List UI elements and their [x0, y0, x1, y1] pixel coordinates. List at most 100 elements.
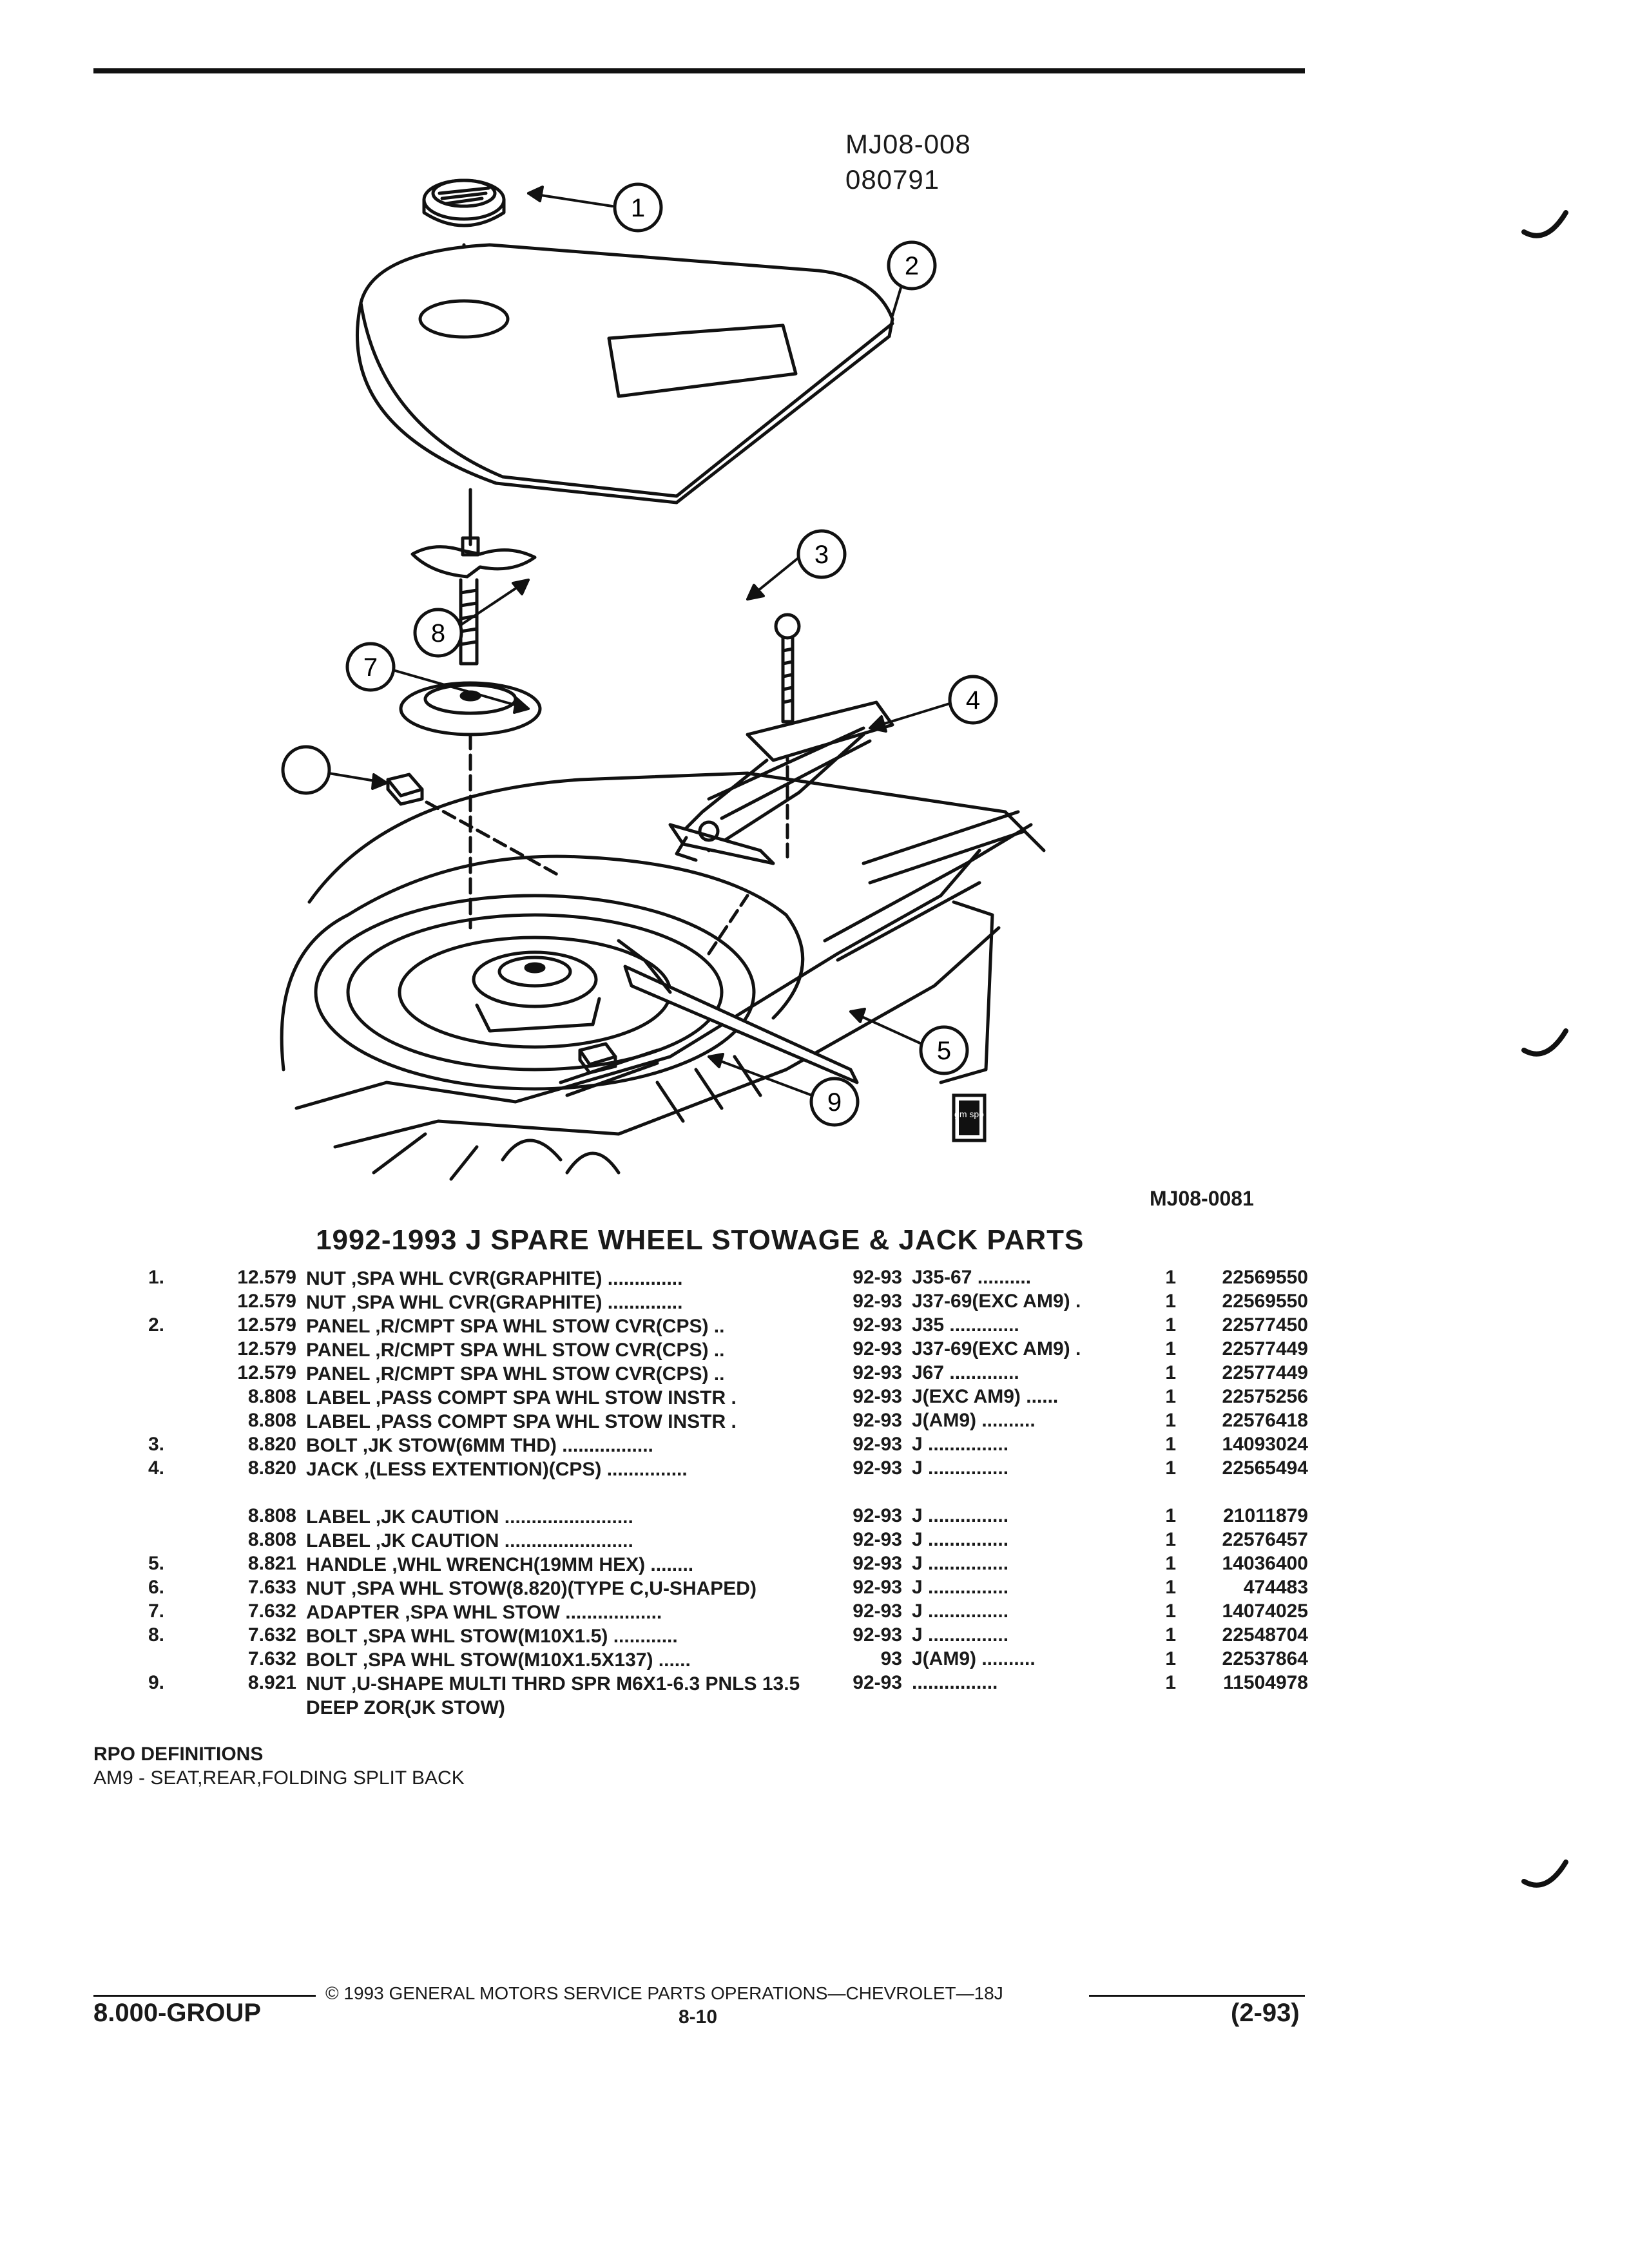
svg-text:1: 1 — [631, 194, 645, 222]
callout-circles: 1 2 3 4 5 7 8 9 — [281, 182, 998, 1127]
model-years: 92-93 — [853, 1410, 902, 1431]
part-description: LABEL ,JK CAUTION ......................… — [306, 1530, 633, 1552]
figure-code: MJ08-0081 — [1150, 1187, 1254, 1210]
part-description: LABEL ,PASS COMPT SPA WHL STOW INSTR . — [306, 1387, 737, 1408]
svg-text:gm spo: gm spo — [954, 1109, 984, 1119]
quantity: 1 — [1165, 1577, 1176, 1598]
part-description: NUT ,SPA WHL STOW(8.820)(TYPE C,U-SHAPED… — [306, 1578, 757, 1599]
exploded-parts-illustration: 1 2 3 4 5 7 8 9 gm spo — [280, 178, 1046, 1181]
model-series: J ............... — [912, 1624, 1009, 1646]
footer-date: (2-93) — [1231, 1999, 1300, 2027]
binder-mark — [1521, 210, 1568, 238]
svg-text:4: 4 — [966, 686, 980, 715]
quantity: 1 — [1165, 1434, 1176, 1455]
model-years: 93 — [880, 1648, 902, 1669]
part-number: 14093024 — [1222, 1434, 1308, 1455]
quantity: 1 — [1165, 1267, 1176, 1288]
footer-copyright: © 1993 GENERAL MOTORS SERVICE PARTS OPER… — [325, 1983, 1003, 2003]
group-number: 8.808 — [247, 1529, 296, 1550]
group-number: 12.579 — [237, 1291, 296, 1312]
part-description: BOLT ,SPA WHL STOW(M10X1.5) ............ — [306, 1626, 678, 1647]
item-number: 4. — [148, 1457, 165, 1479]
model-series: J ............... — [912, 1457, 1009, 1479]
group-number: 8.808 — [247, 1410, 296, 1431]
adapter-part-7 — [399, 681, 542, 736]
callout-4: 4 — [948, 675, 998, 725]
model-series: J35-67 .......... — [912, 1267, 1032, 1288]
model-years: 92-93 — [853, 1505, 902, 1526]
footer-group: 8.000-GROUP — [93, 1999, 262, 2027]
model-years: 92-93 — [853, 1386, 902, 1407]
svg-text:5: 5 — [937, 1037, 951, 1065]
model-series: J ............... — [912, 1505, 1009, 1526]
model-years: 92-93 — [853, 1600, 902, 1622]
group-number: 12.579 — [237, 1314, 296, 1336]
item-number: 8. — [148, 1624, 165, 1646]
quantity: 1 — [1165, 1505, 1176, 1526]
part-number: 22576418 — [1222, 1410, 1308, 1431]
model-series: ................ — [912, 1672, 998, 1693]
svg-text:7: 7 — [363, 653, 378, 682]
figure-date-code: 080791 — [845, 164, 940, 195]
item-number: 3. — [148, 1434, 165, 1455]
group-number: 12.579 — [237, 1362, 296, 1383]
quantity: 1 — [1165, 1553, 1176, 1574]
model-series: J ............... — [912, 1529, 1009, 1550]
parts-row: 12.579 PANEL ,R/CMPT SPA WHL STOW CVR(CPS… — [129, 1362, 1321, 1386]
quantity: 1 — [1165, 1362, 1176, 1383]
spring-nut-part-9 — [559, 1042, 659, 1097]
jack-part-4 — [668, 700, 894, 865]
part-number: 22548704 — [1222, 1624, 1308, 1646]
quantity: 1 — [1165, 1624, 1176, 1646]
part-number: 22577449 — [1222, 1338, 1308, 1360]
part-number: 14036400 — [1222, 1553, 1308, 1574]
part-description: PANEL ,R/CMPT SPA WHL STOW CVR(CPS) .. — [306, 1363, 725, 1385]
rpo-heading: RPO DEFINITIONS — [93, 1744, 264, 1765]
model-years: 92-93 — [853, 1553, 902, 1574]
model-years: 92-93 — [853, 1457, 902, 1479]
parts-row: 8.808 LABEL ,JK CAUTION .................… — [129, 1529, 1321, 1553]
group-number: 12.579 — [237, 1338, 296, 1360]
model-series: J37-69(EXC AM9) . — [912, 1291, 1081, 1312]
item-number: 1. — [148, 1267, 165, 1288]
callout-1: 1 — [613, 182, 663, 233]
part-number: 474483 — [1243, 1577, 1308, 1598]
model-years: 92-93 — [853, 1624, 902, 1646]
callout-8: 8 — [413, 608, 463, 658]
item-number: 2. — [148, 1314, 165, 1336]
model-years: 92-93 — [853, 1529, 902, 1550]
footer-rule-right — [1089, 1995, 1305, 1997]
part-description: NUT ,U-SHAPE MULTI THRD SPR M6X1-6.3 PNL… — [306, 1673, 800, 1718]
quantity: 1 — [1165, 1338, 1176, 1360]
callout-9: 9 — [809, 1077, 860, 1127]
parts-row: 8. 7.632 BOLT ,SPA WHL STOW(M10X1.5) .....… — [129, 1624, 1321, 1648]
group-number: 7.632 — [247, 1624, 296, 1646]
part-description: ADAPTER ,SPA WHL STOW .................. — [306, 1602, 662, 1623]
model-years: 92-93 — [853, 1577, 902, 1598]
part-number: 22575256 — [1222, 1386, 1308, 1407]
rpo-definition: AM9 - SEAT,REAR,FOLDING SPLIT BACK — [93, 1767, 465, 1789]
footer-page-number: 8-10 — [679, 2006, 718, 2028]
svg-text:2: 2 — [905, 252, 919, 280]
page-title: 1992-1993 J SPARE WHEEL STOWAGE & JACK P… — [316, 1224, 1084, 1256]
wing-bolt-part-8 — [410, 536, 537, 666]
callout-5: 5 — [919, 1025, 969, 1075]
model-series: J ............... — [912, 1553, 1009, 1574]
jack-bolt-part-3 — [774, 613, 801, 724]
part-number: 22565494 — [1222, 1457, 1308, 1479]
item-number: 6. — [148, 1577, 165, 1598]
svg-text:3: 3 — [815, 541, 829, 569]
part-number: 22569550 — [1222, 1291, 1308, 1312]
item-number: 9. — [148, 1672, 165, 1693]
quantity: 1 — [1165, 1672, 1176, 1693]
